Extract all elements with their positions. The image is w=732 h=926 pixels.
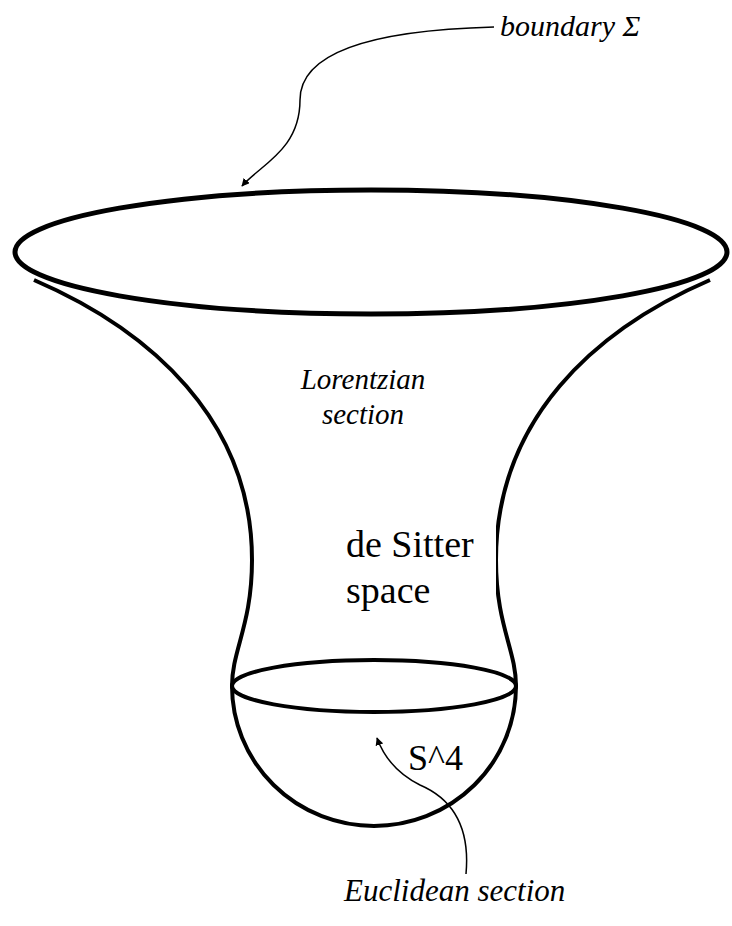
region-label: Lorentzian section (268, 362, 458, 432)
funnel-side (496, 280, 710, 686)
boundary-ellipse (15, 190, 727, 314)
sphere-label: S^4 (408, 737, 463, 780)
space-label: de Sitter space (346, 522, 496, 613)
leader-arrow (377, 738, 467, 874)
funnel-side (34, 280, 252, 686)
leader-arrow (242, 27, 494, 186)
junction-ellipse (232, 660, 516, 712)
boundary-label: boundary Σ (500, 8, 640, 44)
euclidean-hemisphere (232, 686, 516, 826)
region-label: Euclidean section (344, 872, 565, 909)
